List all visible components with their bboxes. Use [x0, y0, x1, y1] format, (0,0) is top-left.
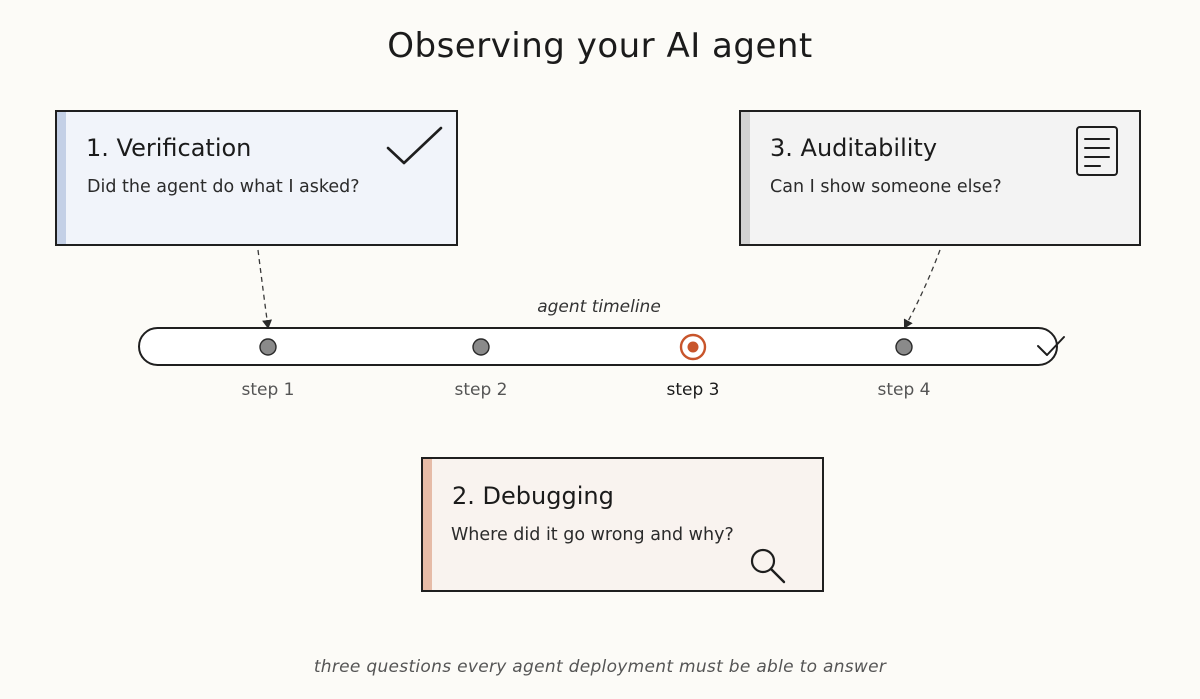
- card-question: Did the agent do what I asked?: [87, 177, 360, 197]
- step-4-dot: [895, 338, 913, 356]
- card-heading: 2. Debugging: [452, 482, 614, 510]
- card-heading: 3. Auditability: [770, 134, 938, 162]
- timeline-track: [138, 327, 1058, 366]
- card-heading: 1. Verification: [86, 134, 252, 162]
- footer-caption: three questions every agent deployment m…: [313, 657, 887, 677]
- card-question: Can I show someone else?: [770, 177, 1002, 197]
- card-question: Where did it go wrong and why?: [451, 525, 734, 545]
- step-2-dot: [472, 338, 490, 356]
- card-stripe: [741, 112, 750, 244]
- connector-auditability: [903, 249, 941, 329]
- timeline-label: agent timeline: [537, 297, 661, 317]
- timeline-end-checkmark-icon: [1037, 336, 1065, 356]
- document-icon: [1076, 126, 1118, 176]
- step-label-2: step 2: [454, 380, 508, 400]
- step-label-1: step 1: [241, 380, 295, 400]
- step-label-3: step 3: [666, 380, 720, 400]
- card-stripe: [57, 112, 66, 244]
- diagram-title: Observing your AI agent: [387, 26, 813, 66]
- connector-verification: [257, 249, 273, 329]
- card-auditability: 3. Auditability Can I show someone else?: [739, 110, 1141, 246]
- card-verification: 1. Verification Did the agent do what I …: [55, 110, 458, 246]
- card-stripe: [423, 459, 432, 590]
- step-label-4: step 4: [877, 380, 931, 400]
- magnifier-icon: [750, 548, 786, 584]
- card-debugging: 2. Debugging Where did it go wrong and w…: [421, 457, 824, 592]
- checkmark-icon: [386, 126, 443, 165]
- step-3-dot: [687, 341, 699, 353]
- step-1-dot: [259, 338, 277, 356]
